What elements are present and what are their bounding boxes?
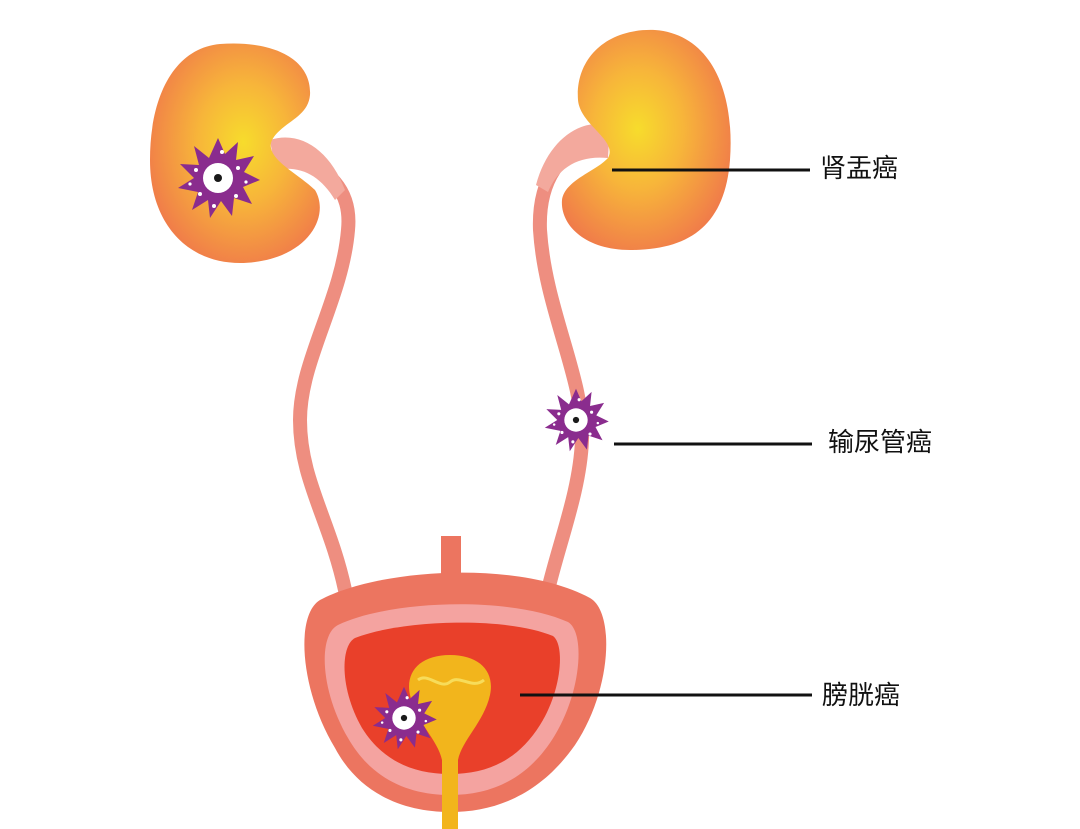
left-renal-pelvis: [270, 137, 345, 200]
urethra-highlight: [417, 676, 485, 686]
bladder-neck: [441, 536, 461, 576]
urethra: [409, 655, 491, 829]
right-renal-pelvis: [536, 123, 610, 192]
renal-pelvis-cancer-label: 肾盂癌: [820, 154, 899, 184]
bladder-cancer-label: 膀胱癌: [822, 681, 901, 711]
ureter-cancer-label: 输尿管癌: [828, 428, 933, 458]
right-kidney: [561, 29, 731, 250]
